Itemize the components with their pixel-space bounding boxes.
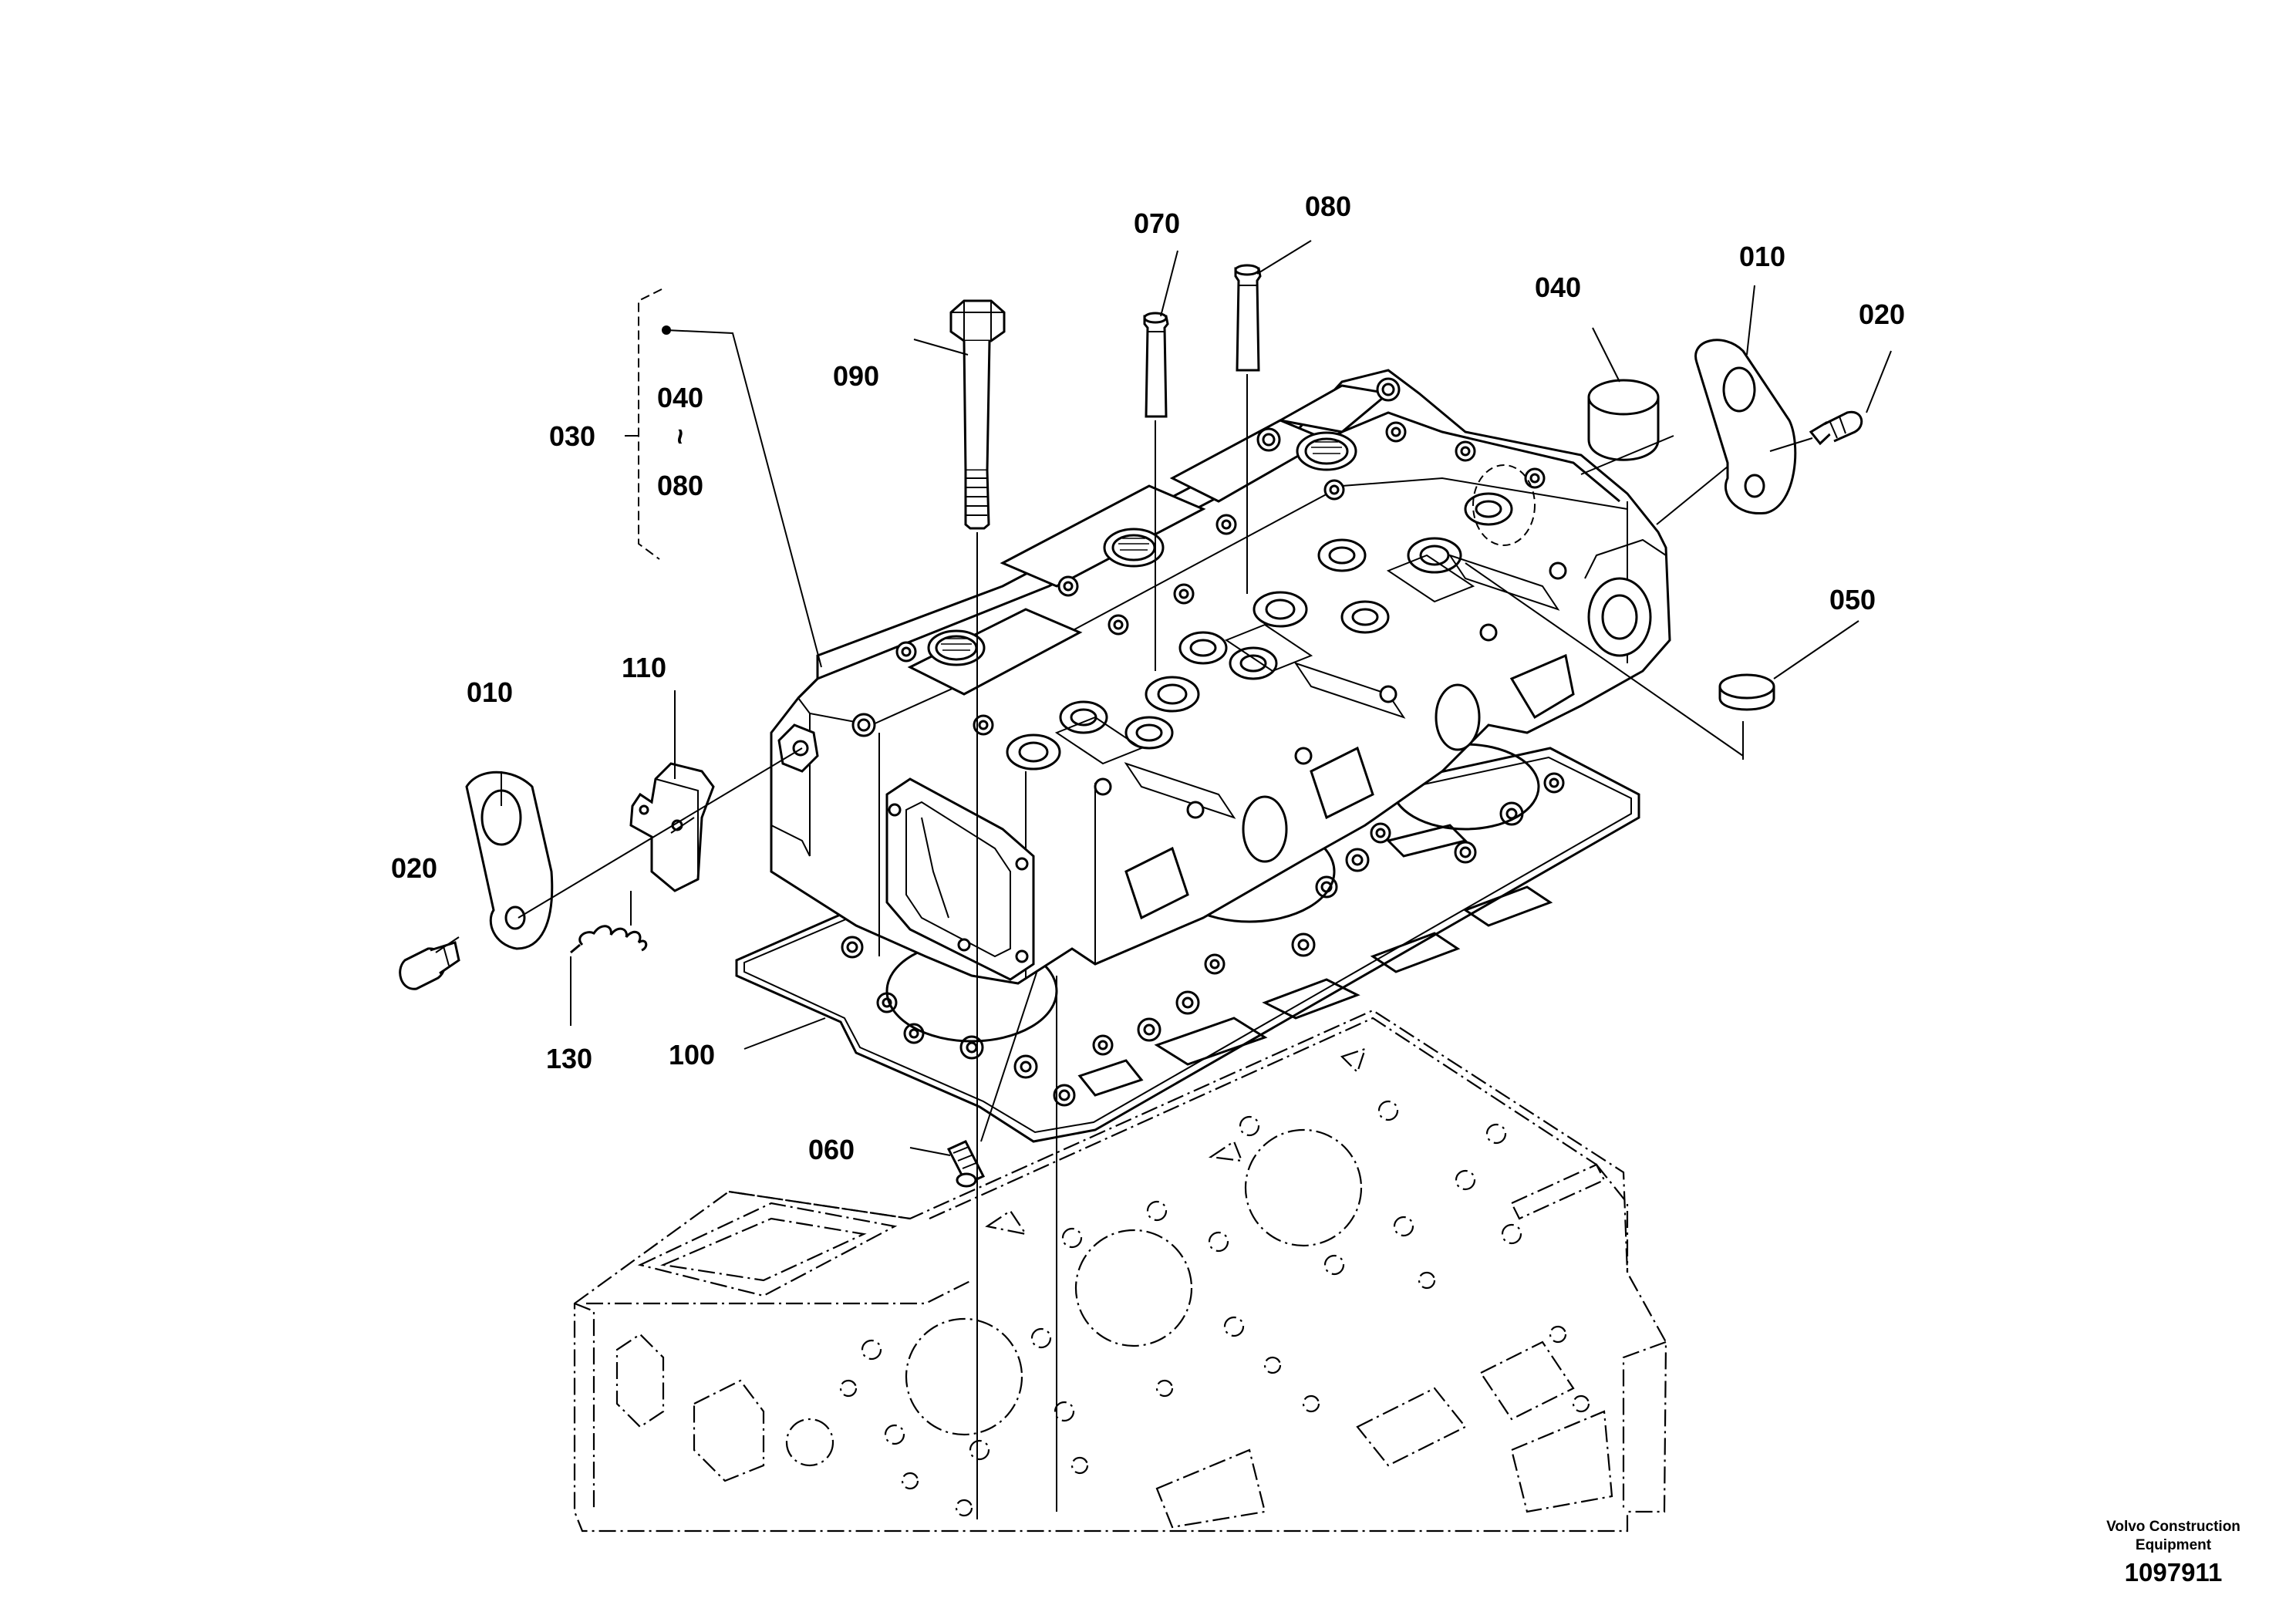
valve-guide-080 bbox=[1234, 264, 1262, 372]
cylinder-head bbox=[770, 369, 1671, 985]
callout-labels: 070 080 090 040 010 020 050 030 040 ~ 08… bbox=[391, 191, 1905, 1165]
callout-080: 080 bbox=[1305, 191, 1351, 222]
callout-070: 070 bbox=[1134, 207, 1180, 239]
callout-040: 040 bbox=[1535, 271, 1581, 303]
bracket-110 bbox=[629, 762, 715, 892]
head-bolt bbox=[949, 299, 1006, 530]
stud-060 bbox=[946, 1140, 986, 1188]
bolt-020-left bbox=[399, 941, 460, 990]
callout-090: 090 bbox=[833, 360, 879, 392]
callout-030-range-end: 080 bbox=[657, 470, 703, 501]
bolt-020-right bbox=[1809, 410, 1863, 446]
callout-030: 030 bbox=[549, 420, 595, 452]
document-number: 1097911 bbox=[2125, 1558, 2223, 1587]
group-marker-dot bbox=[662, 325, 671, 335]
callout-050: 050 bbox=[1829, 584, 1876, 615]
spring-130 bbox=[570, 925, 648, 954]
footer: Volvo Construction Equipment 1097911 bbox=[2106, 1519, 2240, 1587]
leader-lines bbox=[435, 240, 1892, 1519]
callout-020-left: 020 bbox=[391, 852, 437, 884]
valve-guide-070 bbox=[1143, 312, 1169, 418]
callout-110: 110 bbox=[622, 652, 666, 683]
callout-030-range-start: 040 bbox=[657, 382, 703, 413]
lifting-plate-left bbox=[465, 771, 554, 950]
engine-block bbox=[573, 1009, 1667, 1533]
lifting-plate-right bbox=[1694, 339, 1797, 514]
seal-plug-040 bbox=[1587, 379, 1660, 461]
callout-020-right: 020 bbox=[1859, 298, 1905, 330]
callout-010-left: 010 bbox=[467, 676, 513, 708]
brand-line-2: Equipment bbox=[2136, 1537, 2212, 1553]
plug-050 bbox=[1718, 673, 1775, 711]
callout-030-range-sep: ~ bbox=[665, 428, 696, 444]
callout-060: 060 bbox=[808, 1134, 855, 1165]
callout-130: 130 bbox=[546, 1043, 592, 1074]
brand-line-1: Volvo Construction bbox=[2106, 1519, 2240, 1535]
callout-010-right: 010 bbox=[1739, 241, 1785, 272]
callout-100: 100 bbox=[669, 1039, 715, 1071]
